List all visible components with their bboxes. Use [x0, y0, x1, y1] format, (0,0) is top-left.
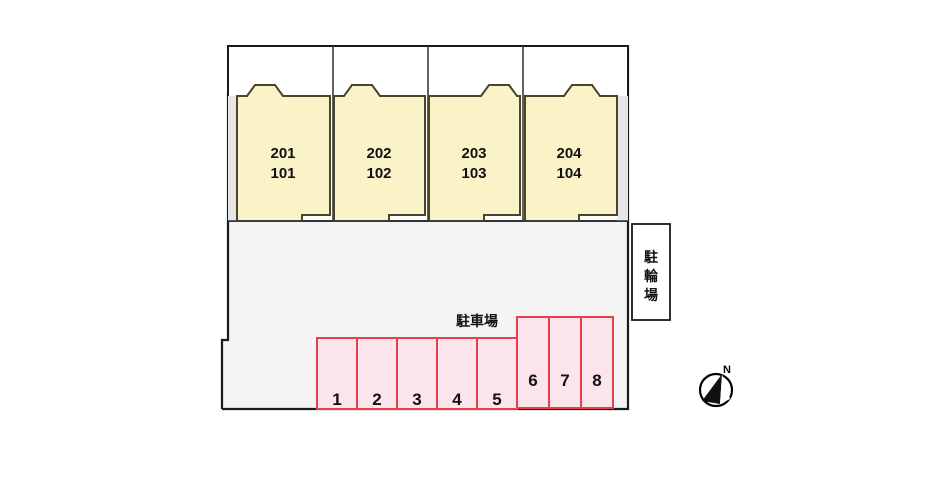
unit-202-102-upper: 202 [366, 145, 391, 162]
bicycle-parking-label-char-2: 輪 [644, 268, 659, 284]
parking-stall-7-label: 7 [560, 371, 569, 390]
compass-needle-light [720, 374, 730, 404]
parking-stall-6 [516, 316, 550, 409]
compass-north-label: N [723, 364, 731, 376]
parking-stall-3-label: 3 [412, 390, 421, 409]
parking-stall-1 [316, 337, 358, 410]
parking-stall-4 [436, 337, 478, 410]
unit-202-102-lower: 102 [366, 165, 391, 182]
parking-stall-4-label: 4 [452, 390, 462, 409]
parking-lot-label: 駐車場 [456, 313, 498, 329]
compass-rose: N [698, 364, 734, 408]
parking-stall-2 [356, 337, 398, 410]
bicycle-parking-area [631, 223, 671, 321]
building-inner-margin-right [617, 96, 628, 221]
parking-stall-3 [396, 337, 438, 410]
parking-stall-6-label: 6 [528, 371, 537, 390]
parking-stall-8 [580, 316, 614, 409]
compass-needle-dark [702, 374, 722, 404]
parking-stall-2-label: 2 [372, 390, 381, 409]
unit-203-103-lower: 103 [461, 165, 486, 182]
unit-203-103-upper: 203 [461, 145, 486, 162]
parking-stall-5-label: 5 [492, 390, 501, 409]
unit-204-104-upper: 204 [556, 145, 582, 162]
bicycle-parking-label-char-1: 駐 [644, 249, 658, 265]
unit-204-104-lower: 104 [556, 165, 582, 182]
parking-stall-8-label: 8 [592, 371, 601, 390]
building-inner-margin-left [228, 96, 236, 221]
unit-201-101-lower: 101 [270, 165, 295, 182]
parking-stall-1-label: 1 [332, 390, 341, 409]
parking-stall-5 [476, 337, 518, 410]
parking-stall-7 [548, 316, 582, 409]
unit-201-101-upper: 201 [270, 145, 295, 162]
bicycle-parking-label-char-3: 場 [644, 287, 658, 303]
